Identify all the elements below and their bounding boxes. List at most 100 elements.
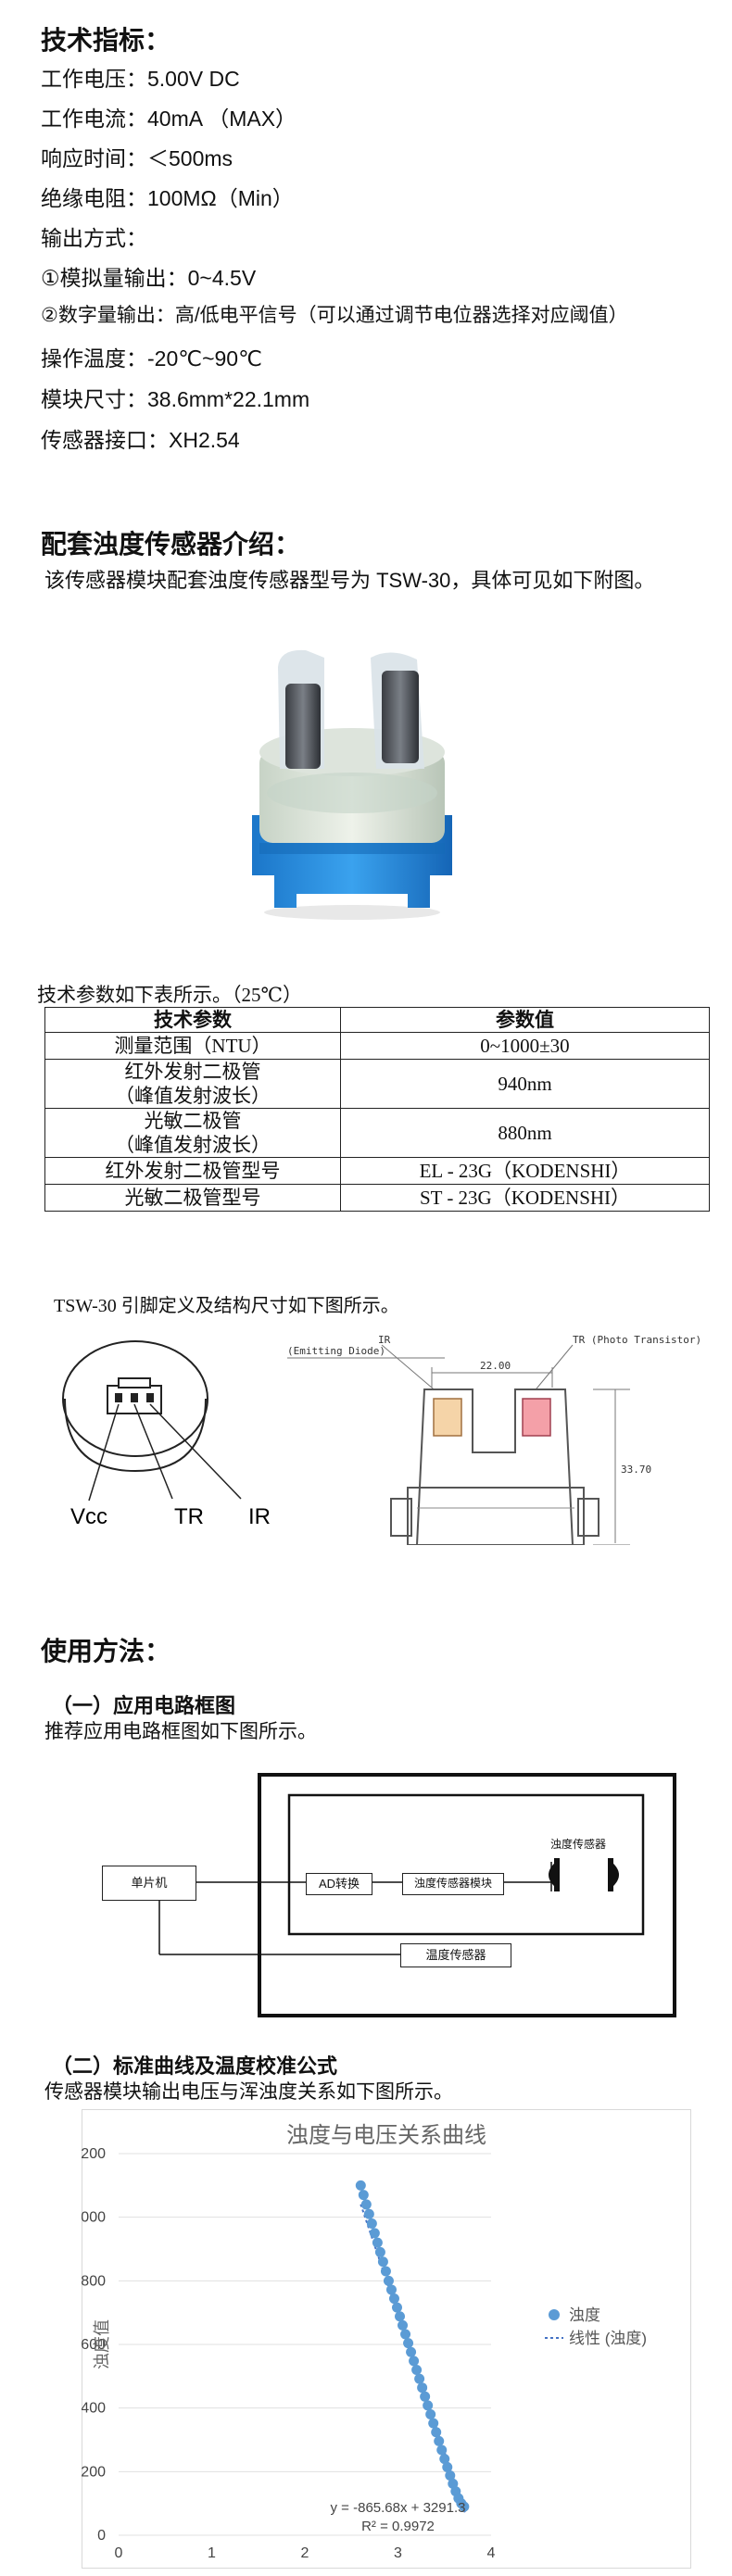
chart-ytick-label: 200	[82, 2464, 106, 2480]
chart-ylabel: 浊度值	[93, 2319, 111, 2369]
chart-ytick-label: 400	[82, 2401, 106, 2417]
param-name-line: 测量范围（NTU）	[114, 1035, 271, 1057]
tech-spec-item: 输出方式：	[41, 226, 147, 250]
param-table-row: 测量范围（NTU） 0~1000±30	[44, 1032, 710, 1060]
pin-label-ir: IR	[248, 1504, 271, 1529]
chart-xtick-label: 3	[394, 2545, 402, 2561]
param-table-row: 红外发射二极管型号 EL - 23G（KODENSHI）	[44, 1157, 710, 1185]
pin-label-vcc: Vcc	[70, 1504, 107, 1529]
ir-label: IR	[378, 1334, 391, 1346]
chart-point	[355, 2180, 366, 2191]
chart-point	[411, 2364, 423, 2375]
param-name-line: 红外发射二极管	[124, 1061, 261, 1083]
param-value-cell: 0~1000±30	[340, 1032, 710, 1060]
chart-point	[436, 2444, 448, 2456]
param-table-caption: 技术参数如下表所示。（25℃）	[37, 984, 302, 1006]
chart-point	[409, 2356, 420, 2367]
chart-point	[459, 2501, 470, 2512]
tech-spec-item: 工作电压：5.00V DC	[41, 67, 240, 91]
chart-title: 浊度与电压关系曲线	[286, 2123, 486, 2148]
chart-point	[377, 2256, 388, 2268]
usage-sub1: （一）应用电路框图	[52, 1694, 236, 1717]
chart-point	[414, 2373, 425, 2384]
sensor-intro-title: 配套浊度传感器介绍：	[41, 530, 301, 559]
temp-block: 温度传感器	[400, 1943, 511, 1967]
chart-point	[400, 2329, 411, 2340]
chart-xtick-label: 2	[301, 2545, 309, 2561]
turbidity-voltage-chart: 浊度与电压关系曲线02004006008001000120001234电压值浊度…	[82, 2123, 647, 2561]
tech-spec-item: ②数字量输出：高/低电平信号（可以通过调节电位器选择对应阈值）	[41, 305, 628, 326]
mcu-block: 单片机	[102, 1866, 196, 1901]
chart-equation: y = -865.68x + 3291.3	[331, 2500, 466, 2516]
param-name-line: 红外发射二极管型号	[105, 1160, 281, 1182]
chart-point	[442, 2462, 453, 2473]
param-header-value: 参数值	[340, 1007, 710, 1033]
pin-diagram-left: Vcc TR IR	[62, 1340, 271, 1529]
ad-block: AD转换	[306, 1873, 372, 1895]
circuit-block-diagram	[158, 1773, 676, 2017]
tech-spec-item: 绝缘电阻：100MΩ（Min）	[41, 186, 294, 210]
sensor-intro-text: 该传感器模块配套浊度传感器型号为 TSW-30，具体可见如下附图。	[44, 569, 655, 592]
param-value-cell: ST - 23G（KODENSHI）	[340, 1184, 710, 1212]
chart-point	[398, 2319, 409, 2331]
chart-frame	[82, 2109, 691, 2569]
chart-point	[417, 2382, 428, 2394]
chart-point	[374, 2246, 385, 2257]
chart-xtick-label: 1	[208, 2545, 216, 2561]
chart-point	[358, 2190, 369, 2201]
param-name-cell: 红外发射二极管（峰值发射波长）	[44, 1059, 341, 1109]
chart-point	[388, 2293, 399, 2305]
chart-xtick-label: 0	[115, 2545, 123, 2561]
chart-point	[434, 2435, 445, 2446]
chart-ytick-label: 600	[82, 2337, 106, 2353]
param-header-name: 技术参数	[44, 1007, 341, 1033]
chart-point	[406, 2346, 417, 2357]
param-name-cell: 测量范围（NTU）	[44, 1032, 341, 1060]
chart-point	[439, 2454, 450, 2465]
chart-point	[425, 2409, 436, 2420]
chart-legend-marker	[549, 2309, 560, 2320]
chart-ytick-label: 1000	[82, 2210, 106, 2226]
usage-sub2: （二）标准曲线及温度校准公式	[52, 2055, 338, 2078]
param-name-line: 光敏二极管型号	[124, 1187, 261, 1209]
chart-point	[366, 2218, 377, 2230]
chart-point	[420, 2391, 431, 2402]
param-name-line: 光敏二极管	[144, 1110, 242, 1132]
chart-point	[369, 2228, 380, 2239]
chart-ytick-label: 0	[97, 2528, 106, 2544]
sensor-photo	[252, 649, 452, 920]
chart-point	[391, 2302, 402, 2313]
tech-spec-item: ①模拟量输出：0~4.5V	[41, 266, 257, 290]
param-name-cell: 红外发射二极管型号	[44, 1157, 341, 1185]
chart-point	[383, 2275, 394, 2286]
height-dim: 33.70	[621, 1464, 651, 1476]
param-value-cell: EL - 23G（KODENSHI）	[340, 1157, 710, 1185]
param-table-row: 红外发射二极管（峰值发射波长）940nm	[44, 1059, 710, 1109]
pin-diagram-right: IR (Emitting Diode) TR (Photo Transistor…	[287, 1334, 701, 1545]
pin-caption: TSW-30 引脚定义及结构尺寸如下图所示。	[54, 1296, 399, 1316]
chart-ytick-label: 800	[82, 2273, 106, 2289]
param-name-line: （峰值发射波长）	[115, 1134, 271, 1156]
chart-point	[445, 2469, 456, 2481]
chart-legend-label: 浊度	[569, 2306, 600, 2324]
param-value-cell: 940nm	[340, 1059, 710, 1109]
sensor-block-label: 浊度传感器	[550, 1838, 607, 1851]
param-table-header: 技术参数 参数值	[44, 1007, 710, 1033]
tech-spec-item: 操作温度：-20℃~90℃	[41, 346, 262, 371]
chart-point	[360, 2199, 372, 2210]
tech-spec-title: 技术指标：	[41, 26, 171, 55]
tech-spec-item: 传感器接口：XH2.54	[41, 428, 240, 452]
chart-point	[403, 2338, 414, 2349]
chart-point	[395, 2311, 406, 2322]
chart-point	[423, 2400, 434, 2411]
chart-point	[428, 2418, 439, 2429]
chart-point	[431, 2427, 442, 2438]
usage-sub1-text: 推荐应用电路框图如下图所示。	[44, 1720, 317, 1742]
tr-label: TR (Photo Transistor)	[573, 1334, 701, 1346]
param-table-row: 光敏二极管（峰值发射波长）880nm	[44, 1108, 710, 1158]
chart-r-squared: R² = 0.9972	[361, 2519, 435, 2534]
ir-sub-label: (Emitting Diode)	[287, 1345, 385, 1357]
module-block: 浊度传感器模块	[402, 1873, 504, 1895]
chart-point	[372, 2237, 383, 2248]
